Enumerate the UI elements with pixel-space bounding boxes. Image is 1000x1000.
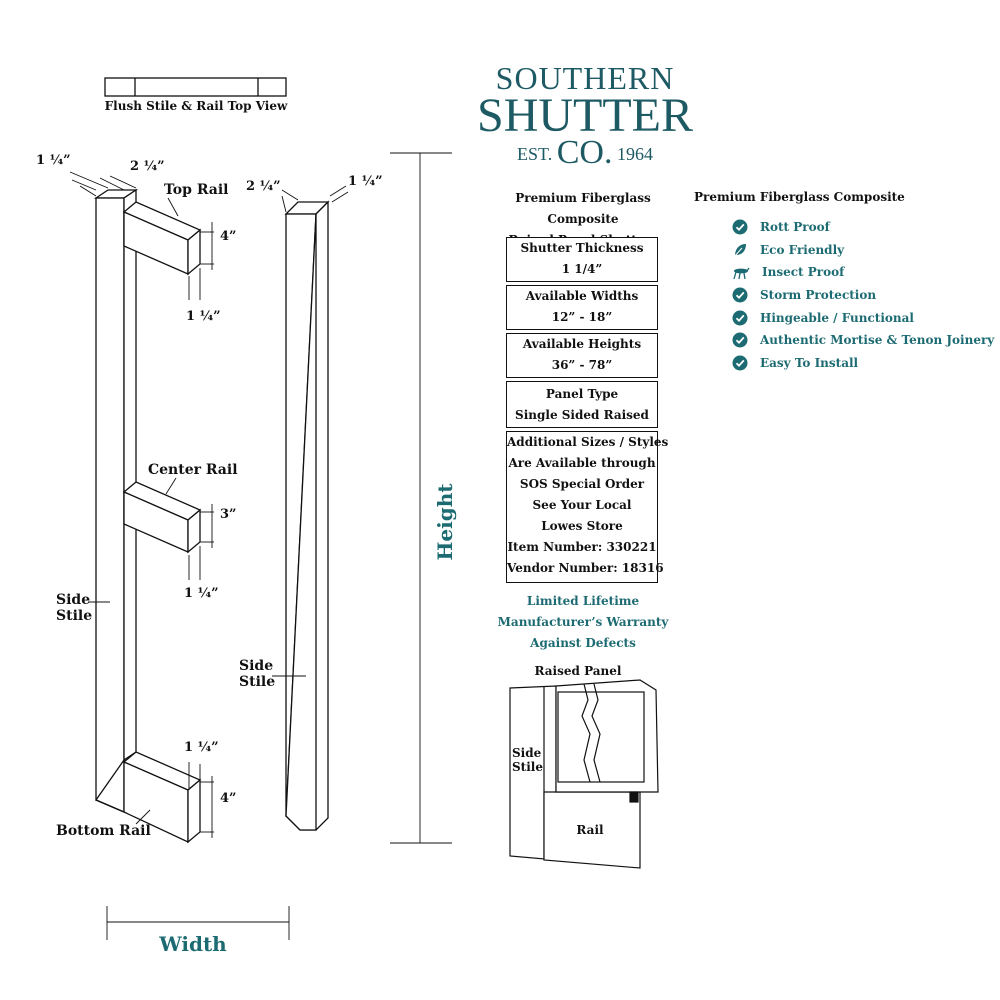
feature-label: Eco Friendly (760, 243, 845, 257)
top-view-label: Flush Stile & Rail Top View (105, 99, 288, 113)
spec-line: 1 1/4” (561, 262, 603, 276)
feature-label: Easy To Install (760, 356, 859, 370)
side-stile-1-line1: Side (56, 592, 90, 608)
bottom-rail-label: Bottom Rail (56, 823, 151, 839)
side-stile-2-line2: Stile (239, 674, 275, 690)
center-rail-label: Center Rail (148, 462, 238, 478)
spec-line: Available Widths (525, 289, 639, 303)
spec-line: SOS Special Order (519, 477, 645, 491)
panel-side-line1: Side (512, 746, 542, 760)
feature-label: Authentic Mortise & Tenon Joinery (760, 333, 995, 347)
spec-line: 12” - 18” (551, 310, 613, 324)
top-rail-block (122, 201, 202, 276)
brand-co: CO. (556, 134, 613, 171)
spec-line: 36” - 78” (551, 358, 613, 372)
spec-line: Vendor Number: 18316 (507, 561, 664, 575)
feature-label: Rott Proof (760, 220, 830, 234)
side-stile-block (284, 200, 330, 831)
panel-side-line2: Stile (512, 760, 543, 774)
insect-icon (733, 267, 750, 280)
spec-line: Panel Type (545, 387, 619, 401)
top-rail-label: Top Rail (164, 182, 228, 198)
spec-line: See Your Local (532, 498, 632, 512)
features-title: Premium Fiberglass Composite (694, 190, 905, 204)
brand-line2: SHUTTER (477, 89, 693, 142)
feature-item: Insect Proof (732, 262, 844, 282)
dim-side-d: 1 ¼” (348, 174, 383, 189)
dim-side-w: 2 ¼” (246, 179, 281, 194)
feature-item: Storm Protection (732, 285, 876, 305)
feature-label: Hingeable / Functional (760, 311, 914, 325)
check-badge-icon (732, 310, 748, 326)
feature-label: Insect Proof (762, 265, 845, 279)
dim-center-rail-d: 1 ¼” (184, 586, 219, 601)
check-badge-icon (732, 219, 748, 235)
feature-item: Easy To Install (732, 353, 858, 373)
feature-label: Storm Protection (760, 288, 877, 302)
check-badge-icon (732, 287, 748, 303)
side-stile-2-line1: Side (239, 658, 273, 674)
bottom-rail-block (95, 751, 202, 844)
panel-title: Raised Panel (535, 664, 622, 678)
dim-top-rail-d: 1 ¼” (186, 309, 221, 324)
warranty-line: Limited Lifetime (526, 594, 640, 608)
dim-stile-width: 2 ¼” (130, 159, 165, 174)
dim-center-rail-h: 3” (220, 507, 237, 522)
dim-bottom-rail-h: 4” (220, 791, 237, 806)
spec-box-widths: Available Widths 12” - 18” (506, 285, 658, 330)
spec-box-heights: Available Heights 36” - 78” (506, 333, 658, 378)
feature-item: Authentic Mortise & Tenon Joinery (732, 330, 994, 350)
brand-est: EST. (517, 144, 553, 164)
warranty-line: Manufacturer’s Warranty (497, 615, 669, 629)
dim-bottom-rail-d: 1 ¼” (184, 740, 219, 755)
brand-line3: EST. CO. 1964 (470, 136, 700, 170)
height-label: Height (433, 483, 457, 561)
spec-line: Single Sided Raised (515, 408, 649, 422)
check-badge-icon (732, 355, 748, 371)
spec-line: Available Heights (522, 337, 642, 351)
spec-box-thickness: Shutter Thickness 1 1/4” (506, 237, 658, 282)
dim-stile-thick: 1 ¼” (36, 153, 71, 168)
feature-item: Hingeable / Functional (732, 308, 914, 328)
brand-line1: SOUTHERN (495, 60, 675, 96)
spec-line: Shutter Thickness (520, 241, 644, 255)
width-label: Width (158, 932, 227, 956)
center-rail-block (122, 481, 202, 554)
side-stile-1-line2: Stile (56, 608, 92, 624)
spec-line: Are Available through (508, 456, 656, 470)
feature-item: Rott Proof (732, 217, 830, 237)
spec-line: Additional Sizes / Styles (507, 435, 669, 449)
dim-top-rail-h: 4” (220, 229, 237, 244)
spec-header-line1: Premium Fiberglass Composite (515, 191, 651, 226)
feature-item: Eco Friendly (732, 240, 844, 260)
panel-rail-label: Rail (576, 823, 604, 837)
brand-year: 1964 (616, 144, 653, 164)
warranty-line: Against Defects (530, 636, 636, 650)
spec-line: Lowes Store (541, 519, 623, 533)
brand-logo: SOUTHERN SHUTTER EST. CO. 1964 (470, 60, 700, 170)
leaf-icon (733, 244, 746, 258)
spec-line: Item Number: 330221 (507, 540, 657, 554)
spec-box-panel-type: Panel Type Single Sided Raised (506, 381, 658, 428)
raised-panel-detail (509, 679, 659, 869)
top-view-outline (104, 77, 287, 97)
check-badge-icon (732, 332, 748, 348)
spec-box-additional: Additional Sizes / Styles Are Available … (506, 431, 669, 583)
warranty-text: Limited Lifetime Manufacturer’s Warranty… (488, 591, 678, 654)
